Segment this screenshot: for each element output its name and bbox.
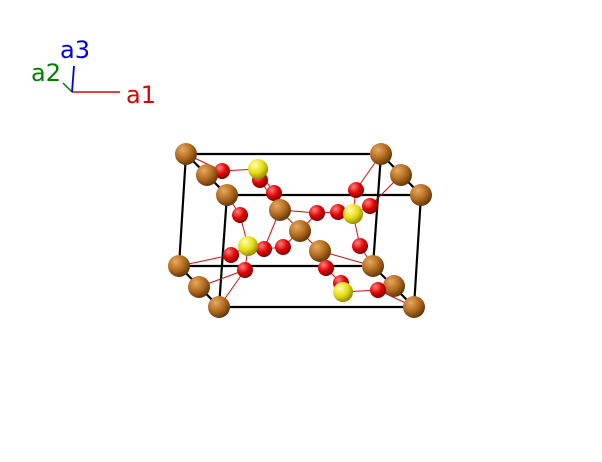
metal-atom[interactable] xyxy=(269,199,291,221)
metal-atom[interactable] xyxy=(216,184,238,206)
oxygen-atom[interactable] xyxy=(352,238,368,254)
axis-triad: a3 a2 a1 xyxy=(31,36,156,109)
cell-edge xyxy=(371,153,383,267)
cell-edge xyxy=(177,153,188,267)
oxygen-atom[interactable] xyxy=(232,207,248,223)
oxygen-atom[interactable] xyxy=(223,247,239,263)
metal-atom[interactable] xyxy=(403,296,425,318)
metal-atom[interactable] xyxy=(362,255,384,277)
a2-axis-line xyxy=(62,82,73,93)
metal-atom[interactable] xyxy=(309,240,331,262)
metal-atom[interactable] xyxy=(410,184,432,206)
oxygen-atom[interactable] xyxy=(309,205,325,221)
oxygen-atom[interactable] xyxy=(370,282,386,298)
metal-atom[interactable] xyxy=(168,255,190,277)
metal-atom[interactable] xyxy=(208,296,230,318)
metal-atom[interactable] xyxy=(196,164,218,186)
sulfur-atom[interactable] xyxy=(333,282,353,302)
oxygen-atom[interactable] xyxy=(330,204,346,220)
atoms xyxy=(168,143,432,318)
metal-atom[interactable] xyxy=(370,143,392,165)
a2-axis-label: a2 xyxy=(31,59,61,87)
a3-axis-label: a3 xyxy=(60,36,90,64)
metal-atom[interactable] xyxy=(188,276,210,298)
oxygen-atom[interactable] xyxy=(237,262,253,278)
sulfur-atom[interactable] xyxy=(238,236,258,256)
sulfur-atom[interactable] xyxy=(248,159,268,179)
metal-atom[interactable] xyxy=(175,143,197,165)
a3-axis-line xyxy=(71,65,75,93)
cell-edge xyxy=(217,194,229,308)
oxygen-atom[interactable] xyxy=(256,241,272,257)
oxygen-atom[interactable] xyxy=(362,198,378,214)
sulfur-atom[interactable] xyxy=(343,204,363,224)
cell-edge xyxy=(412,194,423,308)
oxygen-atom[interactable] xyxy=(348,182,364,198)
oxygen-atom[interactable] xyxy=(318,260,334,276)
a1-axis-label: a1 xyxy=(126,81,156,109)
metal-atom[interactable] xyxy=(390,164,412,186)
oxygen-atom[interactable] xyxy=(275,239,291,255)
oxygen-atom[interactable] xyxy=(266,185,282,201)
metal-atom[interactable] xyxy=(289,220,311,242)
metal-atom[interactable] xyxy=(383,275,405,297)
